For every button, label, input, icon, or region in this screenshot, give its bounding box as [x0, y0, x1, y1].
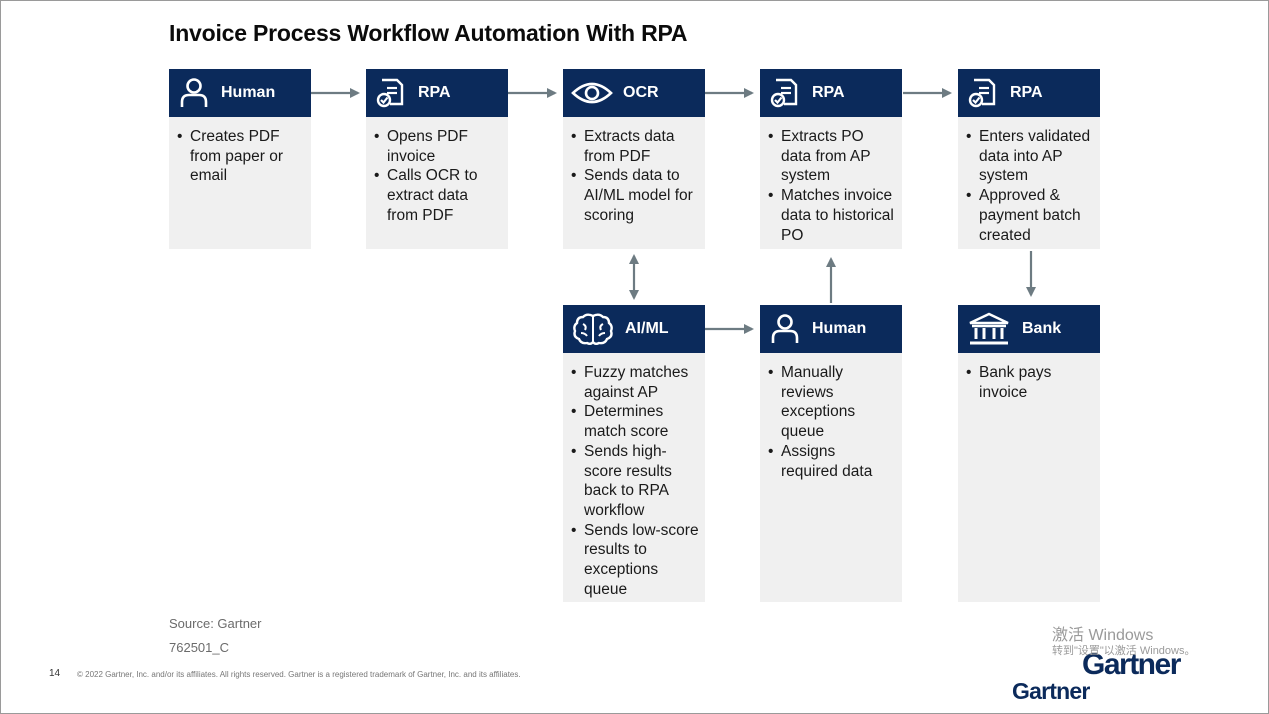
card-label: Human: [221, 84, 276, 101]
card-bullet: Sends data to AI/ML model for scoring: [571, 166, 699, 225]
workflow-card-bank: Bank Bank pays invoice: [958, 305, 1100, 602]
workflow-card-rpa-1: RPA Opens PDF invoice Calls OCR to extra…: [366, 69, 508, 249]
card-label: RPA: [418, 84, 451, 101]
card-label: Bank: [1022, 320, 1062, 337]
card-bullet: Matches invoice data to historical PO: [768, 186, 896, 245]
card-header: Human: [169, 69, 311, 117]
card-header: Bank: [958, 305, 1100, 353]
document-id: 762501_C: [169, 640, 229, 655]
card-body: Extracts data from PDF Sends data to AI/…: [563, 117, 705, 249]
gartner-logo-shadow: Gartner: [1082, 648, 1181, 681]
workflow-card-aiml: AI/ML Fuzzy matches against AP Determine…: [563, 305, 705, 602]
document-check-icon: [768, 76, 802, 110]
page-title: Invoice Process Workflow Automation With…: [169, 20, 688, 46]
card-body: Creates PDF from paper or email: [169, 117, 311, 249]
card-bullet: Enters validated data into AP system: [966, 127, 1094, 186]
card-body: Extracts PO data from AP system Matches …: [760, 117, 902, 249]
brain-icon: [571, 312, 615, 346]
gartner-logo: Gartner: [1012, 678, 1090, 704]
card-header: RPA: [958, 69, 1100, 117]
workflow-card-human-2: Human Manually reviews exceptions queue …: [760, 305, 902, 602]
card-bullet: Creates PDF from paper or email: [177, 127, 305, 186]
document-check-icon: [374, 76, 408, 110]
bank-icon: [966, 312, 1012, 346]
card-label: RPA: [1010, 84, 1043, 101]
card-bullet: Opens PDF invoice: [374, 127, 502, 166]
activation-watermark-title: 激活 Windows: [1052, 627, 1154, 644]
card-body: Enters validated data into AP system App…: [958, 117, 1100, 249]
card-bullet: Sends low-score results to exceptions qu…: [571, 521, 699, 600]
card-bullet: Extracts PO data from AP system: [768, 127, 896, 186]
card-body: Opens PDF invoice Calls OCR to extract d…: [366, 117, 508, 249]
card-header: RPA: [760, 69, 902, 117]
workflow-card-rpa-3: RPA Enters validated data into AP system…: [958, 69, 1100, 249]
person-icon: [768, 312, 802, 346]
workflow-card-rpa-2: RPA Extracts PO data from AP system Matc…: [760, 69, 902, 249]
card-bullet: Fuzzy matches against AP: [571, 363, 699, 402]
workflow-card-ocr: OCR Extracts data from PDF Sends data to…: [563, 69, 705, 249]
page-number: 14: [49, 668, 61, 679]
card-bullet: Calls OCR to extract data from PDF: [374, 166, 502, 225]
card-header: RPA: [366, 69, 508, 117]
card-bullet: Bank pays invoice: [966, 363, 1094, 402]
card-bullet: Extracts data from PDF: [571, 127, 699, 166]
person-icon: [177, 76, 211, 110]
card-body: Manually reviews exceptions queue Assign…: [760, 353, 902, 602]
document-check-icon: [966, 76, 1000, 110]
card-label: Human: [812, 320, 867, 337]
card-body: Bank pays invoice: [958, 353, 1100, 602]
activation-watermark-subtitle: 转到"设置"以激活 Windows。: [1052, 645, 1196, 657]
card-header: AI/ML: [563, 305, 705, 353]
card-header: OCR: [563, 69, 705, 117]
card-bullet: Assigns required data: [768, 442, 896, 481]
card-label: RPA: [812, 84, 845, 101]
card-body: Fuzzy matches against AP Determines matc…: [563, 353, 705, 602]
card-label: OCR: [623, 84, 659, 101]
copyright-notice: © 2022 Gartner, Inc. and/or its affiliat…: [77, 670, 521, 679]
card-bullet: Manually reviews exceptions queue: [768, 363, 896, 442]
card-bullet: Sends high-score results back to RPA wor…: [571, 442, 699, 521]
card-header: Human: [760, 305, 902, 353]
source-note: Source: Gartner: [169, 616, 262, 631]
eye-icon: [571, 76, 613, 110]
workflow-card-human-1: Human Creates PDF from paper or email: [169, 69, 311, 249]
card-bullet: Approved & payment batch created: [966, 186, 1094, 245]
card-label: AI/ML: [625, 320, 669, 337]
card-bullet: Determines match score: [571, 402, 699, 441]
